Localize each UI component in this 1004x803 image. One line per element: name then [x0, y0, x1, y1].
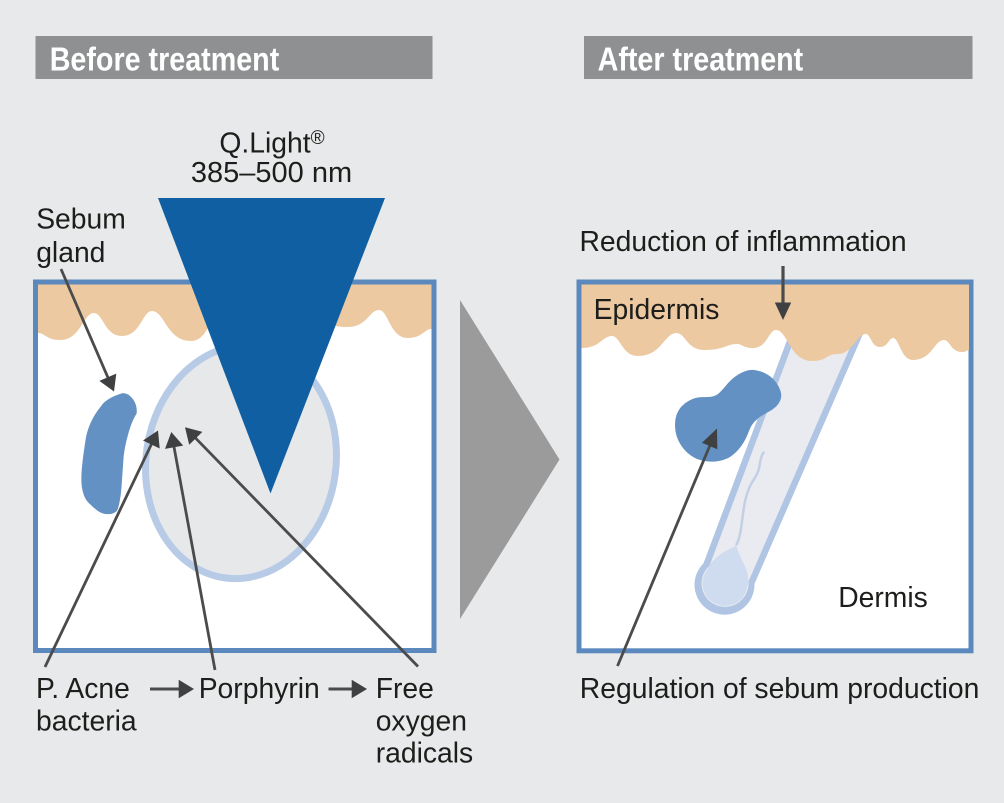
svg-text:gland: gland: [36, 236, 105, 268]
svg-text:P. Acne: P. Acne: [36, 672, 130, 704]
svg-text:bacteria: bacteria: [36, 705, 137, 737]
svg-text:oxygen: oxygen: [376, 705, 467, 737]
svg-text:Before treatment: Before treatment: [50, 41, 280, 78]
svg-text:Porphyrin: Porphyrin: [199, 672, 320, 704]
svg-text:After treatment: After treatment: [598, 41, 804, 78]
svg-text:Sebum: Sebum: [36, 203, 126, 235]
svg-text:Regulation of sebum production: Regulation of sebum production: [580, 672, 980, 704]
svg-text:Free: Free: [376, 672, 434, 704]
svg-text:Dermis: Dermis: [838, 581, 928, 613]
svg-text:Epidermis: Epidermis: [594, 293, 720, 325]
svg-text:385–500 nm: 385–500 nm: [191, 157, 352, 189]
svg-text:Q.Light®: Q.Light®: [219, 126, 324, 158]
svg-text:Reduction of inflammation: Reduction of inflammation: [580, 225, 907, 257]
svg-text:radicals: radicals: [376, 737, 474, 769]
